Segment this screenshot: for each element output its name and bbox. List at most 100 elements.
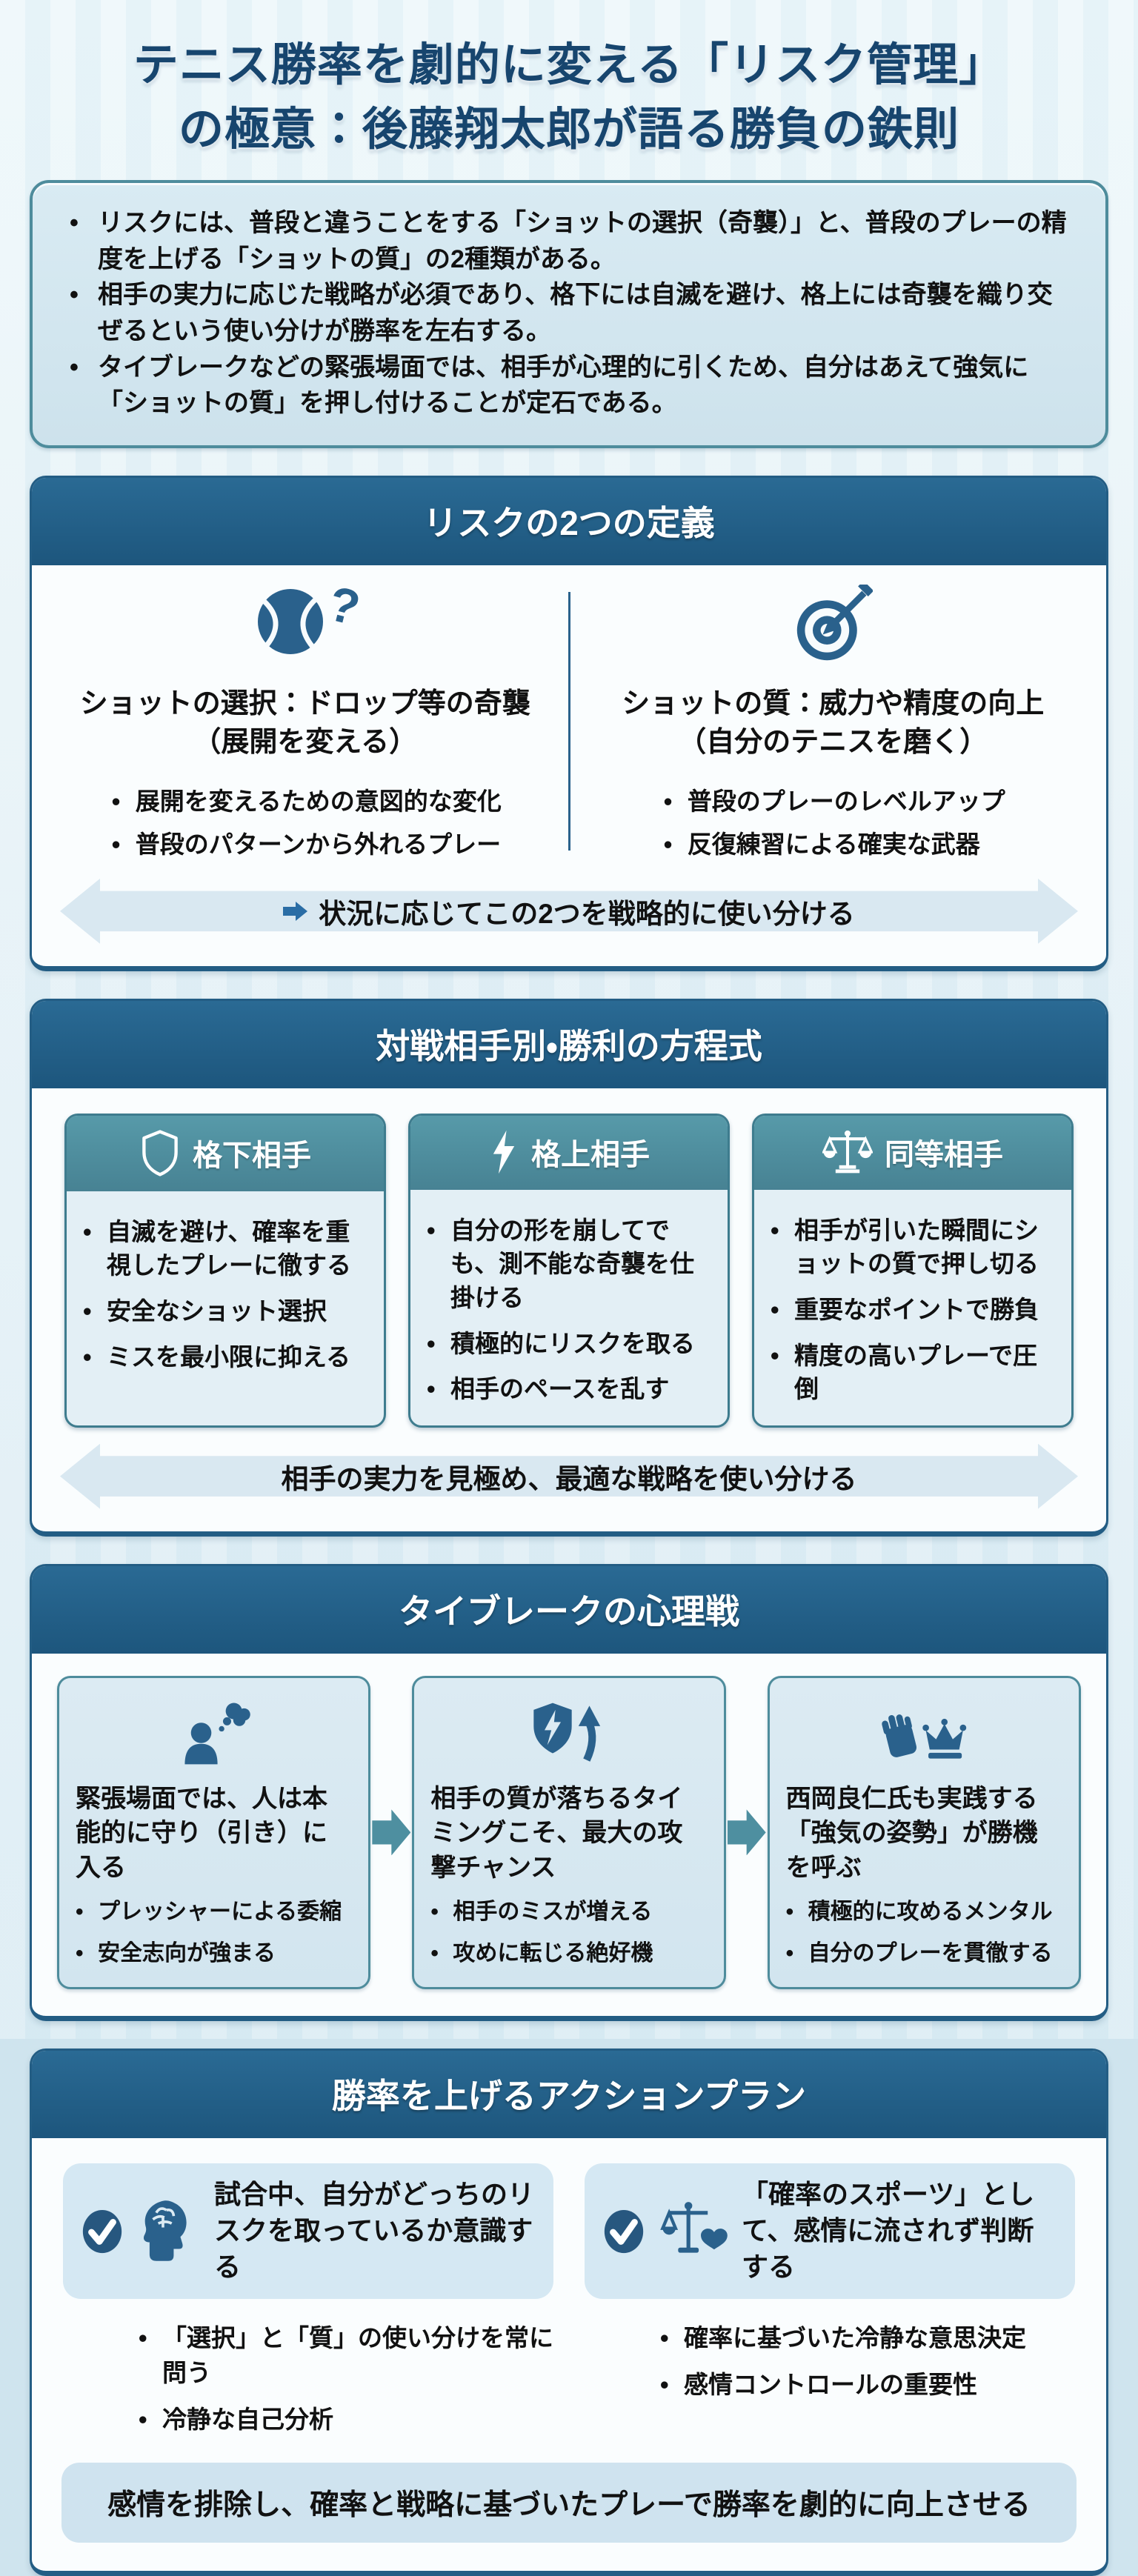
list-item: 相手のペースを乱す <box>425 1372 713 1406</box>
action-item-awareness-bullets: 「選択」と「質」の使い分けを常に問う 冷静な自己分析 <box>137 2321 553 2437</box>
tiebreak-card-bullets: 相手のミスが増える 攻めに転じる絶好機 <box>430 1896 707 1969</box>
check-circle-icon <box>604 2209 644 2253</box>
shot-selection-bullets: 展開を変えるための意図的な変化 普段のパターンから外れるプレー <box>109 776 502 862</box>
summary-box: リスクには、普段と違うことをする「ショットの選択（奇襲）」と、普段のプレーの精度… <box>30 180 1108 448</box>
list-item: 安全なショット選択 <box>81 1294 369 1328</box>
list-item: 積極的にリスクを取る <box>425 1327 713 1361</box>
action-item-probability-badge: 「確率のスポーツ」として、感情に流されず判断する <box>585 2163 1075 2300</box>
list-item: 精度の高いプレーで圧倒 <box>769 1339 1057 1406</box>
conclusion-banner: 感情を排除し、確率と戦略に基づいたプレーで勝率を劇的に向上させる <box>61 2462 1077 2543</box>
opponent-card-equal: 同等相手 相手が引いた瞬間にショットの質で押し切る 重要なポイントで勝負 精度の… <box>752 1113 1074 1428</box>
list-item: 確率に基づいた冷静な意思決定 <box>659 2321 1075 2356</box>
section-action-plan: 勝率を上げるアクションプラン <box>30 2049 1108 2576</box>
list-item: 自滅を避け、確率を重視したプレーに徹する <box>81 1215 369 1282</box>
shield-icon <box>142 1130 178 1176</box>
opponent-card-stronger-header: 格上相手 <box>410 1115 728 1190</box>
action-item-heading: 「確率のスポーツ」として、感情に流されず判断する <box>742 2179 1035 2283</box>
strategy-banner-text: 相手の実力を見極め、最適な戦略を使い分ける <box>281 1463 857 1494</box>
list-item: 感情コントロールの重要性 <box>659 2368 1075 2403</box>
tiebreak-card-heading: 西岡良仁氏も実践する「強気の姿勢」が勝機を呼ぶ <box>785 1784 1038 1883</box>
tiebreak-card-bullets: プレッシャーによる委縮 安全志向が強まる <box>76 1896 352 1969</box>
strategy-arrow-banner: 状況に応じてこの2つを戦略的に使い分ける <box>60 879 1078 944</box>
flow-arrow-icon <box>372 1809 411 1856</box>
balance-scale-icon <box>822 1130 873 1174</box>
shot-selection-column: ? ショットの選択：ドロップ等の奇襲 （展開を変える） 展開を変えるための意図的… <box>42 575 568 862</box>
fist-crown-svg <box>882 1714 967 1759</box>
section-tiebreak-title: タイブレークの心理戦 <box>32 1565 1106 1654</box>
target-icon <box>797 584 874 661</box>
opponent-card-weaker-bullets: 自滅を避け、確率を重視したプレーに徹する 安全なショット選択 ミスを最小限に抑え… <box>67 1191 384 1393</box>
thinking-person-svg <box>184 1703 250 1764</box>
list-item: 安全志向が強まる <box>76 1937 352 1970</box>
shot-quality-column: ショットの質：威力や精度の向上 （自分のテニスを磨く） 普段のプレーのレベルアッ… <box>570 584 1097 862</box>
tiebreak-card-attack-chance: 相手の質が落ちるタイミングこそ、最大の攻撃チャンス 相手のミスが増える 攻めに転… <box>412 1675 726 1990</box>
tiebreak-card-heading: 緊張場面では、人は本能的に守り（引き）に入る <box>76 1784 327 1883</box>
list-item: 相手のミスが増える <box>430 1896 707 1928</box>
shield-bolt-svg <box>533 1703 601 1762</box>
column-divider <box>568 591 570 851</box>
lightning-icon <box>493 1130 515 1174</box>
page-title: テニス勝率を劇的に変える「リスク管理」 の極意：後藤翔太郎が語る勝負の鉄則 <box>30 33 1108 161</box>
opponent-card-equal-bullets: 相手が引いた瞬間にショットの質で押し切る 重要なポイントで勝負 精度の高いプレー… <box>754 1190 1071 1425</box>
summary-bullet-list: リスクには、普段と違うことをする「ショットの選択（奇襲）」と、普段のプレーの精度… <box>64 205 1074 422</box>
opponent-card-weaker: 格下相手 自滅を避け、確率を重視したプレーに徹する 安全なショット選択 ミスを最… <box>64 1113 386 1428</box>
action-plan-items: 試合中、自分がどっちのリスクを取っているか意識する 「選択」と「質」の使い分けを… <box>32 2138 1106 2437</box>
target-arrow-icon <box>602 584 1065 675</box>
list-item: 冷静な自己分析 <box>137 2403 553 2437</box>
list-item: 攻めに転じる絶好機 <box>430 1937 707 1970</box>
arrow-right-icon <box>283 900 308 922</box>
infographic-root: { "page": { "title_line1": "テニス勝率を劇的に変える… <box>0 0 1138 2039</box>
question-mark-icon: ? <box>322 575 365 636</box>
tennis-ball-question-icon: ? <box>73 575 537 675</box>
fist-crown-icon <box>786 1691 1062 1774</box>
list-item: 自分の形を崩してでも、測不能な奇襲を仕掛ける <box>425 1214 713 1315</box>
list-item: 重要なポイントで勝負 <box>769 1293 1057 1327</box>
risk-definitions-columns: ? ショットの選択：ドロップ等の奇襲 （展開を変える） 展開を変えるための意図的… <box>32 565 1106 862</box>
list-item: 積極的に攻めるメンタル <box>786 1896 1062 1928</box>
opponent-card-weaker-header: 格下相手 <box>67 1115 384 1191</box>
list-item: 展開を変えるための意図的な変化 <box>109 784 502 819</box>
action-item-awareness: 試合中、自分がどっちのリスクを取っているか意識する 「選択」と「質」の使い分けを… <box>63 2163 553 2437</box>
section-opponents-title: 対戦相手別・勝利の方程式 <box>32 1000 1106 1088</box>
page-title-line2: の極意：後藤翔太郎が語る勝負の鉄則 <box>178 103 959 154</box>
tiebreak-card-bullets: 積極的に攻めるメンタル 自分のプレーを貫徹する <box>786 1896 1062 1969</box>
brain-head-icon <box>143 2200 187 2261</box>
scale-heart-icon <box>660 2201 728 2253</box>
section-action-plan-title: 勝率を上げるアクションプラン <box>32 2051 1106 2139</box>
list-item: 自分のプレーを貫徹する <box>786 1937 1062 1970</box>
opponent-cards: 格下相手 自滅を避け、確率を重視したプレーに徹する 安全なショット選択 ミスを最… <box>32 1088 1106 1428</box>
section-tiebreak: タイブレークの心理戦 緊張場面では、人は本能的に守り（引き）に入る <box>30 1563 1108 2022</box>
action-item-awareness-badge: 試合中、自分がどっちのリスクを取っているか意識する <box>63 2163 553 2300</box>
tiebreak-card-instinct: 緊張場面では、人は本能的に守り（引き）に入る プレッシャーによる委縮 安全志向が… <box>57 1675 371 1990</box>
action-item-heading: 試合中、自分がどっちのリスクを取っているか意識する <box>214 2179 535 2283</box>
page-title-line1: テニス勝率を劇的に変える「リスク管理」 <box>133 39 1005 90</box>
list-item: プレッシャーによる委縮 <box>76 1896 352 1928</box>
summary-bullet: リスクには、普段と違うことをする「ショットの選択（奇襲）」と、普段のプレーの精度… <box>64 205 1074 277</box>
shot-quality-bullets: 普段のプレーのレベルアップ 反復練習による確実な武器 <box>661 776 1005 862</box>
strategy-banner-text: 状況に応じてこの2つを戦略的に使い分ける <box>319 898 855 929</box>
tiebreak-card-heading: 相手の質が落ちるタイミングこそ、最大の攻撃チャンス <box>430 1784 683 1883</box>
section-risk-definitions: リスクの2つの定義 ? ショットの選択：ドロップ等の奇襲 （展開を変える） 展開… <box>30 475 1108 971</box>
summary-bullet: 相手の実力に応じた戦略が必須であり、格下には自滅を避け、格上には奇襲を織り交ぜる… <box>64 277 1074 349</box>
check-circle-icon <box>82 2209 122 2253</box>
opponent-card-stronger: 格上相手 自分の形を崩してでも、測不能な奇襲を仕掛ける 積極的にリスクを取る 相… <box>408 1113 730 1428</box>
shield-bolt-up-arrow-icon <box>430 1691 707 1774</box>
summary-bullet: タイブレークなどの緊張場面では、相手が心理的に引くため、自分はあえて強気に「ショ… <box>64 350 1074 422</box>
list-item: 相手が引いた瞬間にショットの質で押し切る <box>769 1214 1057 1281</box>
list-item: 普段のプレーのレベルアップ <box>661 784 1005 819</box>
section-opponents: 対戦相手別・勝利の方程式 格下相手 自滅を避け、確率を重視したプレーに徹する 安… <box>30 998 1108 1537</box>
tiebreak-card-bold-stance: 西岡良仁氏も実践する「強気の姿勢」が勝機を呼ぶ 積極的に攻めるメンタル 自分のプ… <box>767 1675 1081 1990</box>
shot-selection-heading: ショットの選択：ドロップ等の奇襲 （展開を変える） <box>79 688 530 758</box>
action-item-probability: 「確率のスポーツ」として、感情に流されず判断する 確率に基づいた冷静な意思決定 … <box>585 2163 1075 2437</box>
list-item: 普段のパターンから外れるプレー <box>109 827 502 862</box>
action-item-probability-bullets: 確率に基づいた冷静な意思決定 感情コントロールの重要性 <box>659 2321 1075 2403</box>
strategy-arrow-banner: 相手の実力を見極め、最適な戦略を使い分ける <box>60 1444 1078 1509</box>
section-risk-definitions-title: リスクの2つの定義 <box>32 477 1106 565</box>
list-item: 反復練習による確実な武器 <box>661 827 1005 862</box>
tiebreak-flow: 緊張場面では、人は本能的に守り（引き）に入る プレッシャーによる委縮 安全志向が… <box>32 1654 1106 2017</box>
thinking-person-icon <box>76 1691 352 1774</box>
list-item: ミスを最小限に抑える <box>81 1340 369 1374</box>
list-item: 「選択」と「質」の使い分けを常に問う <box>137 2321 553 2391</box>
shot-quality-heading: ショットの質：威力や精度の向上 （自分のテニスを磨く） <box>622 688 1045 758</box>
opponent-card-equal-header: 同等相手 <box>754 1115 1071 1190</box>
